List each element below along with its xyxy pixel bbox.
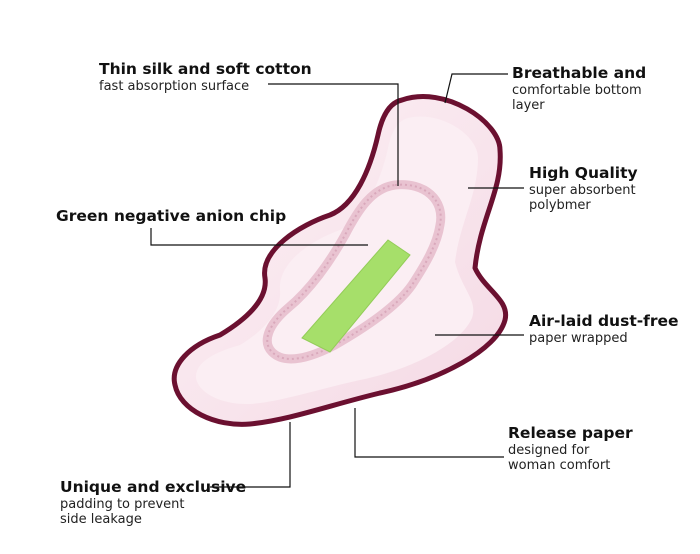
label-high-quality: High Quality super absorbent polybmer (529, 164, 638, 214)
leader-lines (150, 73, 524, 488)
label-thin-silk-sub: fast absorption surface (99, 78, 250, 94)
label-unique-title: Unique and exclusive (60, 478, 247, 496)
label-release-paper-sub1: designed for (508, 442, 590, 458)
label-unique-sub1: padding to prevent (60, 496, 185, 512)
label-thin-silk-title: Thin silk and soft cotton (99, 60, 312, 78)
leader-release-paper (354, 408, 504, 458)
label-high-quality-title: High Quality (529, 164, 638, 182)
pad-channel-dots (266, 183, 442, 360)
label-anion-chip: Green negative anion chip (56, 207, 286, 226)
label-breathable-title: Breathable and (512, 64, 647, 82)
leader-anion-chip (150, 228, 368, 246)
label-unique: Unique and exclusive padding to prevent … (60, 478, 246, 528)
label-release-paper-sub2: woman comfort (508, 458, 611, 474)
label-thin-silk: Thin silk and soft cotton fast absorptio… (99, 60, 312, 94)
label-anion-chip-title: Green negative anion chip (56, 207, 287, 225)
label-high-quality-sub1: super absorbent (529, 182, 636, 198)
label-unique-sub2: side leakage (60, 512, 142, 528)
label-breathable-sub1: comfortable bottom (512, 82, 642, 98)
anion-chip (301, 239, 411, 353)
label-breathable-sub2: layer (512, 98, 545, 114)
label-breathable: Breathable and comfortable bottom layer (512, 64, 646, 114)
label-high-quality-sub2: polybmer (529, 198, 591, 214)
label-air-laid: Air-laid dust-free paper wrapped (529, 312, 679, 346)
label-release-paper-title: Release paper (508, 424, 633, 442)
label-release-paper: Release paper designed for woman comfort (508, 424, 633, 474)
leader-unique (210, 422, 291, 488)
label-air-laid-title: Air-laid dust-free (529, 312, 679, 330)
leader-breathable (444, 73, 508, 104)
leader-thin-silk (268, 83, 399, 186)
label-air-laid-sub: paper wrapped (529, 330, 628, 346)
